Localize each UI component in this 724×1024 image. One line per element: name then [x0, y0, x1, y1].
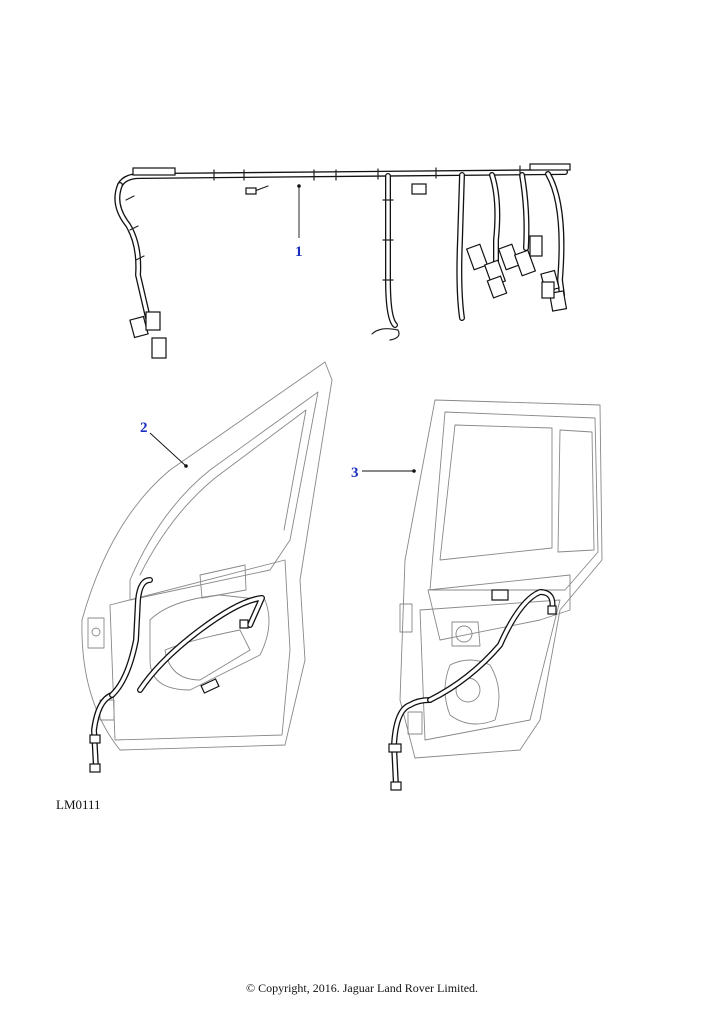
callout-2: 2 [140, 420, 188, 468]
copyright-notice: © Copyright, 2016. Jaguar Land Rover Lim… [245, 981, 479, 995]
front-door-harness [81, 361, 333, 773]
callout-1: 1 [295, 184, 303, 260]
main-wiring-harness [114, 163, 571, 359]
callout-1-label: 1 [295, 244, 303, 260]
callout-3: 3 [351, 465, 416, 481]
callout-3-label: 3 [351, 465, 359, 481]
illustration-reference: LM0111 [56, 797, 101, 812]
callout-2-label: 2 [140, 420, 148, 436]
rear-door-harness [388, 399, 603, 791]
